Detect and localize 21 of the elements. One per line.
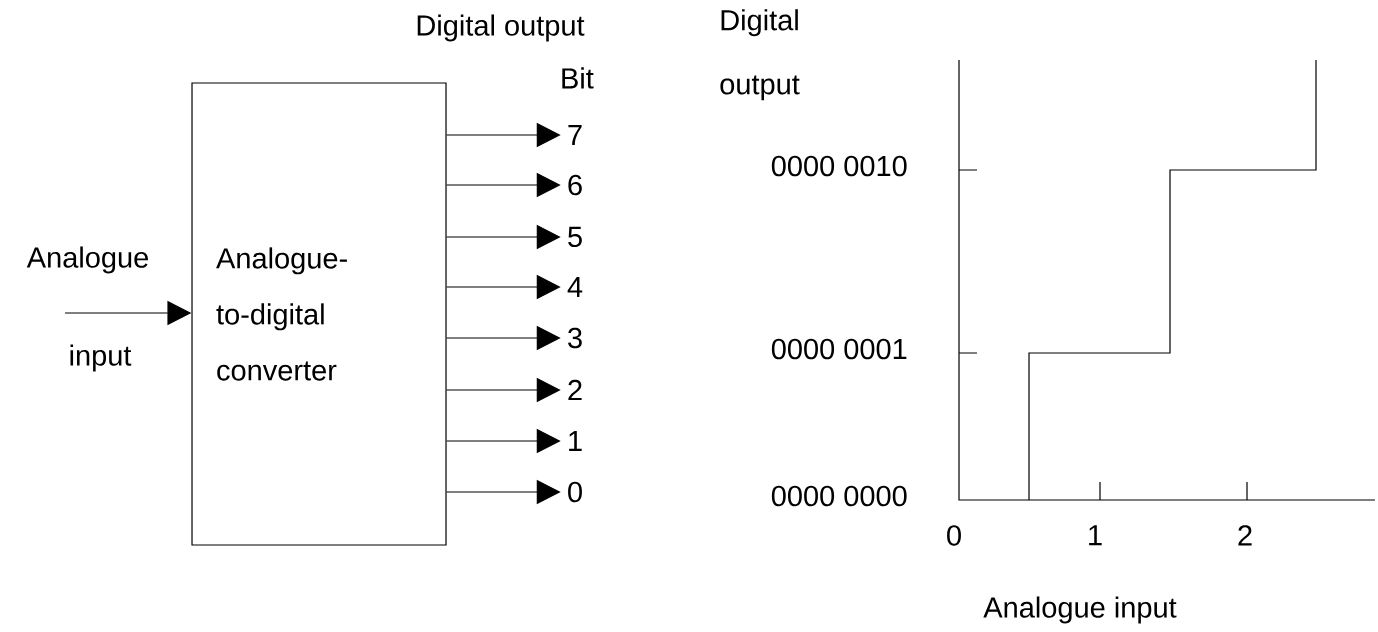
bit-number: 7: [568, 125, 582, 145]
bit-number: 0: [568, 481, 582, 503]
tick-label: 0000 0001: [771, 338, 907, 360]
bit-number: 5: [568, 226, 582, 248]
label: input: [70, 344, 132, 372]
bit-number: 6: [568, 174, 582, 196]
tick-label: 0000 0010: [771, 155, 907, 177]
tick-label: 1: [1089, 525, 1102, 546]
bit-number: 2: [568, 379, 582, 401]
bit-number: 3: [568, 327, 582, 349]
tick-label: 0: [947, 525, 961, 546]
axis-title: Digital output: [720, 9, 800, 101]
label: Bit: [562, 67, 594, 89]
label: Digital output: [417, 14, 585, 42]
tick-label: 0000 0000: [771, 485, 907, 507]
bit-number: 4: [567, 277, 583, 297]
bit-number: 1: [569, 431, 582, 451]
converter-box: Analogue- to-digital converter: [191, 82, 447, 546]
tick-label: 2: [1238, 525, 1252, 546]
axis-title: Analogue input: [983, 596, 1177, 624]
label: Analogue: [26, 246, 148, 274]
